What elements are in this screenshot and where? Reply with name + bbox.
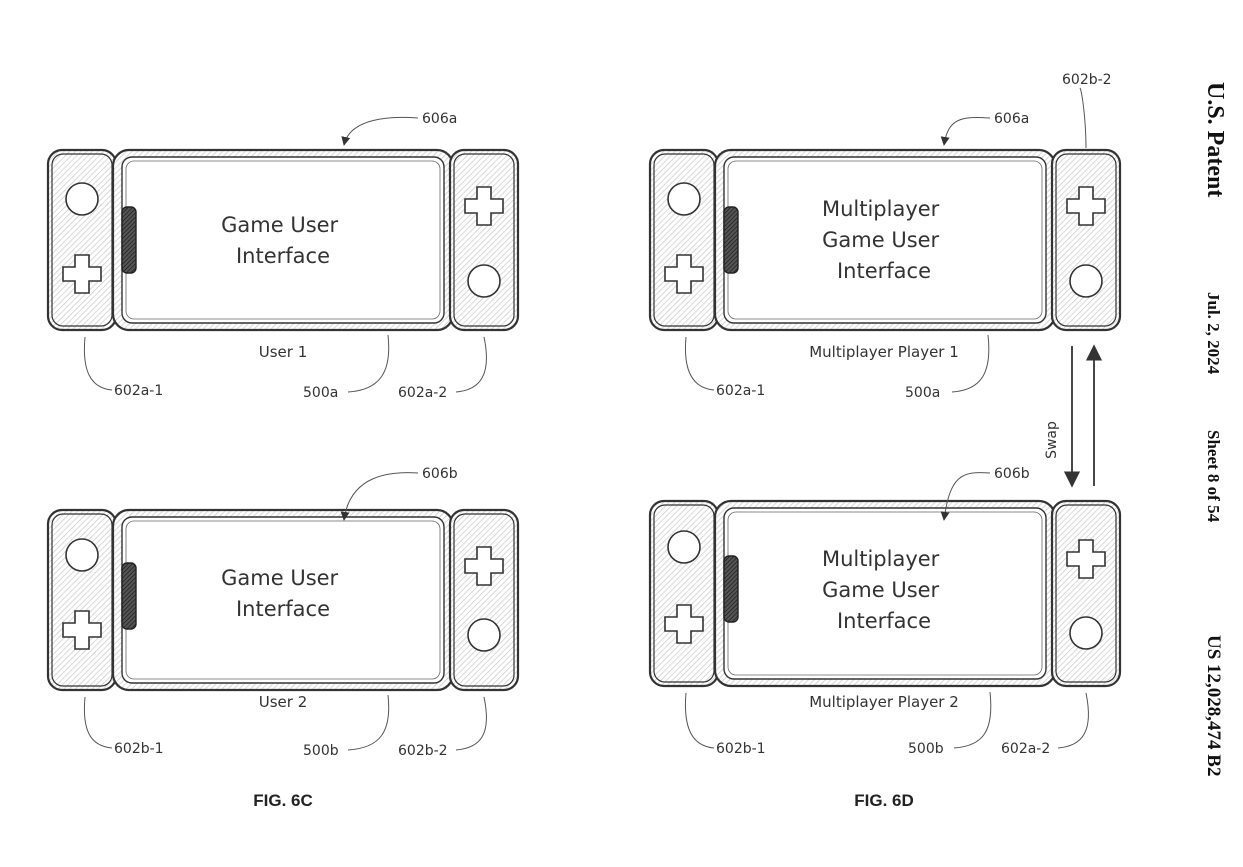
device-6c-top: Game User Interface User 1 606a 602a-1 5… <box>46 111 520 401</box>
ref-screen: 606b <box>994 466 1030 482</box>
screen-label: Multiplayer Game User Interface <box>822 197 946 283</box>
ref-left-controller: 602b-1 <box>716 741 766 757</box>
ref-screen: 606b <box>422 466 458 482</box>
reference-leaders: 606a 602b-2 602a-1 500a <box>684 72 1112 401</box>
circle-button-icon <box>667 530 701 564</box>
device-caption: User 1 <box>259 343 308 361</box>
reference-leaders: 606b 602b-1 500b 602b-2 <box>83 466 487 759</box>
left-controller <box>46 508 118 692</box>
notch-icon <box>121 206 137 274</box>
device-6c-bottom: Game User Interface User 2 606b 602b-1 5… <box>46 466 520 759</box>
right-controller <box>1050 148 1122 332</box>
circle-button-icon <box>467 264 501 298</box>
ref-right-controller: 602a-2 <box>398 385 447 401</box>
screen-label: Multiplayer Game User Interface <box>822 547 946 633</box>
ref-left-controller: 602a-1 <box>114 383 163 399</box>
screen-label: Game User Interface <box>221 566 345 621</box>
screen-label: Game User Interface <box>221 213 345 268</box>
reference-leaders: 606b 602b-1 500b 602a-2 <box>684 466 1089 757</box>
notch-icon <box>121 562 137 630</box>
dpad-icon <box>464 186 504 226</box>
phone-body <box>713 148 1057 332</box>
ref-device: 500a <box>303 385 338 401</box>
dpad-icon <box>62 254 102 294</box>
circle-button-icon <box>65 538 99 572</box>
circle-button-icon <box>467 618 501 652</box>
left-controller <box>46 148 118 332</box>
device-caption: User 2 <box>259 693 308 711</box>
ref-screen: 606a <box>994 111 1029 127</box>
dpad-icon <box>664 254 704 294</box>
notch-icon <box>723 206 739 274</box>
circle-button-icon <box>65 182 99 216</box>
notch-icon <box>723 555 739 623</box>
left-controller <box>648 499 720 688</box>
dpad-icon <box>1066 186 1106 226</box>
dpad-icon <box>664 604 704 644</box>
ref-right-controller: 602b-2 <box>398 743 448 759</box>
device-caption: Multiplayer Player 2 <box>809 693 959 711</box>
circle-button-icon <box>667 182 701 216</box>
ref-device: 500b <box>908 741 944 757</box>
header-patent: U.S. Patent <box>1202 82 1228 197</box>
right-controller <box>448 148 520 332</box>
dpad-icon <box>1066 539 1106 579</box>
game-screen <box>121 156 445 324</box>
header-number: US 12,028,474 B2 <box>1203 635 1224 776</box>
swap-label: Swap <box>1044 421 1060 459</box>
right-controller <box>448 508 520 692</box>
device-6d-bottom: Multiplayer Game User Interface Multipla… <box>648 466 1122 757</box>
circle-button-icon <box>1069 616 1103 650</box>
device-caption: Multiplayer Player 1 <box>809 343 959 361</box>
ref-right-controller: 602b-2 <box>1062 72 1112 88</box>
ref-screen: 606a <box>422 111 457 127</box>
ref-device: 500a <box>905 385 940 401</box>
ref-left-controller: 602a-1 <box>716 383 765 399</box>
figure-label-6c: FIG. 6C <box>253 791 313 810</box>
phone-body <box>111 508 455 692</box>
patent-header: U.S. Patent Jul. 2, 2024 Sheet 8 of 54 U… <box>1202 82 1228 776</box>
phone-body <box>713 499 1057 688</box>
figure-label-6d: FIG. 6D <box>854 791 914 810</box>
device-6d-top: Multiplayer Game User Interface Multipla… <box>648 72 1122 401</box>
left-controller <box>648 148 720 332</box>
ref-device: 500b <box>303 743 339 759</box>
phone-body <box>111 148 455 332</box>
reference-leaders: 606a 602a-1 500a 602a-2 <box>83 111 487 401</box>
ref-left-controller: 602b-1 <box>114 741 164 757</box>
swap-indicator: Swap <box>1044 344 1103 488</box>
circle-button-icon <box>1069 264 1103 298</box>
header-date: Jul. 2, 2024 <box>1204 292 1223 375</box>
header-sheet: Sheet 8 of 54 <box>1204 430 1223 523</box>
right-controller <box>1050 499 1122 688</box>
dpad-icon <box>464 546 504 586</box>
dpad-icon <box>62 610 102 650</box>
ref-right-controller: 602a-2 <box>1001 741 1050 757</box>
